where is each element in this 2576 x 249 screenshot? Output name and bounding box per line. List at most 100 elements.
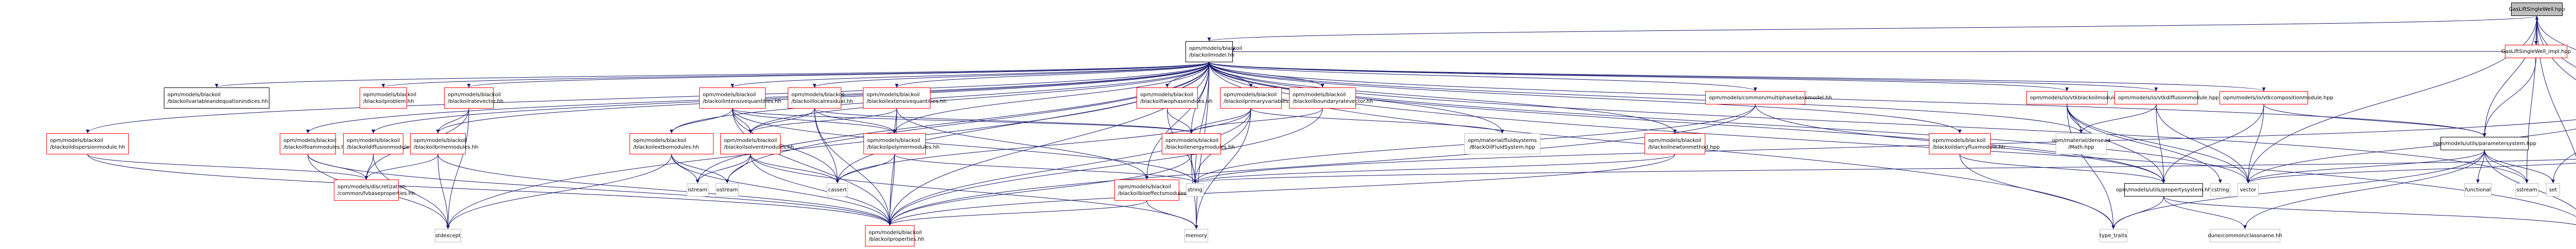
edge-polymer-to-string xyxy=(894,154,1197,184)
node-primary[interactable]: opm/models/blackoil/blackoilprimaryvaria… xyxy=(1220,87,1297,109)
node-twophase[interactable]: opm/models/blackoil/blackoiltwophaseindi… xyxy=(1137,87,1213,109)
node-label-line: /blackoilbrinemodules.hh xyxy=(414,144,479,150)
node-fvbase[interactable]: opm/models/discretization/common/fvbasep… xyxy=(334,180,415,201)
edge-vtkblackoil-to-cstring xyxy=(2066,104,2222,184)
node-propertysystem[interactable]: opm/models/utils/propertysystem.hh xyxy=(2116,183,2211,197)
node-darcy[interactable]: opm/models/blackoil/blackoildarcyfluxmod… xyxy=(1929,133,2005,154)
node-cstring[interactable]: cstring xyxy=(2210,183,2230,197)
node-label-line: opm/models/io/vtkcompositionmodule.hpp xyxy=(2223,95,2333,101)
node-blackoilmodel[interactable]: opm/models/blackoil/blackoilmodel.hh xyxy=(1185,41,1243,62)
node-diffusion[interactable]: opm/models/blackoil/blackoildiffusionmod… xyxy=(343,133,417,154)
node-ratevector[interactable]: opm/models/blackoil/blackoilratevector.h… xyxy=(444,87,504,109)
node-stdexcept[interactable]: stdexcept xyxy=(435,229,461,242)
edge-vtkdiffusion-to-propertysystem xyxy=(2156,104,2165,184)
node-string[interactable]: string xyxy=(1186,183,1204,197)
node-vtkcomposition[interactable]: opm/models/io/vtkcompositionmodule.hpp xyxy=(2219,91,2333,104)
edge-newton-to-properties xyxy=(888,154,1675,226)
node-label-line: opm/models/blackoil xyxy=(283,137,337,144)
node-label-line: istream xyxy=(688,187,707,193)
node-label-line: opm/models/blackoil xyxy=(1140,92,1194,98)
node-label-line: set xyxy=(2549,187,2557,193)
node-extbo-modules[interactable]: opm/models/blackoil/blackoilextbomodules… xyxy=(630,133,714,154)
node-multiphase[interactable]: opm/models/common/multiphasebasemodel.hh xyxy=(1705,91,1832,104)
node-label-line: opm/models/blackoil xyxy=(1224,92,1277,98)
node-sstream[interactable]: sstream xyxy=(2515,183,2538,197)
edge-vtkcomposition-to-vector xyxy=(2246,104,2264,184)
edge-parametersystem-to-classname xyxy=(2243,150,2485,229)
node-foam[interactable]: opm/models/blackoil/blackoilfoammodules.… xyxy=(280,133,348,154)
node-label-line: memory xyxy=(1185,233,1207,239)
node-label-line: /blackoilmodel.hh xyxy=(1189,52,1235,58)
node-fluidsystem[interactable]: opm/material/fluidsystems/BlackOilFluidS… xyxy=(1464,133,1540,154)
node-localresidual[interactable]: opm/models/blackoil/blackoillocalresidua… xyxy=(788,87,853,109)
node-varidx[interactable]: opm/models/blackoil/blackoilvariableande… xyxy=(164,87,269,109)
node-label-line: opm/models/discretization xyxy=(337,184,406,190)
edge-vtkdiffusion-to-math xyxy=(2079,104,2157,134)
edge-blackoilmodel-to-vector xyxy=(1209,62,2250,184)
edge-darcy-to-propertysystem xyxy=(1959,154,2165,184)
edge-groupinfo-to-vector xyxy=(2246,163,2576,184)
node-dispersion[interactable]: opm/models/blackoil/blackoildispersionmo… xyxy=(46,133,129,154)
node-cassert[interactable]: cassert xyxy=(827,183,848,197)
node-label-line: opm/models/blackoil xyxy=(1189,45,1243,51)
node-boundary[interactable]: opm/models/blackoil/blackoilboundaryrate… xyxy=(1289,87,1373,109)
node-label-line: /blackoilratevector.hh xyxy=(448,98,504,104)
node-set[interactable]: set xyxy=(2546,183,2560,197)
node-newton[interactable]: opm/models/blackoil/blackoilnewtonmethod… xyxy=(1645,133,1720,154)
node-vtkblackoil[interactable]: opm/models/io/vtkblackoilmodule.hpp xyxy=(2026,91,2128,104)
node-label-line: cassert xyxy=(828,187,847,193)
edge-vtkblackoil-to-vector xyxy=(2066,104,2250,184)
node-parametersystem[interactable]: opm/models/utils/parametersystem.hpp xyxy=(2433,137,2536,150)
node-solvent[interactable]: opm/models/blackoil/blackoilsolventmodul… xyxy=(720,133,794,154)
edge-blackoilmodel-to-problem xyxy=(381,62,1210,88)
node-label-line: opm/models/blackoil xyxy=(1648,137,1702,144)
node-label-line: functional xyxy=(2465,187,2491,193)
edge-impl-to-blackoilmodel xyxy=(1232,49,2505,54)
edge-blackoilmodel-to-dispersion xyxy=(86,62,1210,134)
node-label-line: opm/models/blackoil xyxy=(363,92,417,98)
node-label-line: /blackoilenergymodules.hh xyxy=(1165,144,1235,150)
node-istream[interactable]: istream xyxy=(687,183,708,197)
node-vector[interactable]: vector xyxy=(2238,183,2259,197)
node-label-line: opm/models/blackoil xyxy=(724,137,777,144)
edge-extbo-to-ostream xyxy=(671,154,729,184)
node-properties[interactable]: opm/models/blackoil/blackoilproperties.h… xyxy=(865,225,924,246)
node-root[interactable]: GasLiftSingleWell.hpp xyxy=(2509,3,2565,16)
node-type_traits[interactable]: type_traits xyxy=(2099,229,2127,242)
node-bioeffects[interactable]: opm/models/blackoil/blackoilbioeffectsmo… xyxy=(1114,180,1195,201)
node-label-line: /BlackOilFluidSystem.hpp xyxy=(1469,144,1535,150)
node-memory[interactable]: memory xyxy=(1184,229,1208,242)
node-label-line: opm/models/blackoil xyxy=(347,137,400,144)
edge-parametersystem-to-type_traits xyxy=(2111,150,2485,229)
node-ostream[interactable]: ostream xyxy=(716,183,739,197)
node-label-line: opm/models/io/vtkdiffusionmodule.hpp xyxy=(2118,95,2219,101)
node-impl[interactable]: GasLiftSingleWell_impl.hpp xyxy=(2501,45,2571,58)
edge-extbo-to-stdexcept xyxy=(446,154,672,229)
node-label-line: dune/common/classname.hh xyxy=(2208,233,2282,239)
node-label-line: /blackoilfoammodules.hh xyxy=(283,144,348,150)
node-classname[interactable]: dune/common/classname.hh xyxy=(2208,229,2282,242)
node-polymer[interactable]: opm/models/blackoil/blackoilpolymermodul… xyxy=(863,133,940,154)
node-energy[interactable]: opm/models/blackoil/blackoilenergymodule… xyxy=(1162,133,1235,154)
edge-primary-to-string xyxy=(1193,108,1251,184)
edge-localresidual-to-properties xyxy=(814,108,892,226)
edge-blackoilmodel-to-bioeffects xyxy=(1145,62,1210,180)
node-functional[interactable]: functional xyxy=(2464,183,2492,197)
edge-polymer-to-cassert xyxy=(836,154,895,184)
edge-polymer-to-properties xyxy=(888,154,895,226)
node-math[interactable]: opm/material/densead/Math.hpp xyxy=(2052,133,2110,154)
node-label-line: /blackoilbioeffectsmodules.hh xyxy=(1118,190,1195,197)
node-brine[interactable]: opm/models/blackoil/blackoilbrinemodules… xyxy=(410,133,479,154)
edge-intensive-to-string xyxy=(732,108,1197,184)
edge-dispersion-to-properties xyxy=(87,154,892,226)
node-vtkdiffusion[interactable]: opm/models/io/vtkdiffusionmodule.hpp xyxy=(2114,91,2219,104)
node-intensive[interactable]: opm/models/blackoil/blackoilintensivequa… xyxy=(699,87,782,109)
node-problem[interactable]: opm/models/blackoil/blackoilproblem.hh xyxy=(360,87,417,109)
edge-blackoilmodel-to-newton xyxy=(1209,62,1677,134)
edge-generic-to-vector xyxy=(2246,129,2576,184)
node-label-line: /blackoilvariableandequationindices.hh xyxy=(167,98,268,104)
edge-primary-to-cassert xyxy=(836,108,1251,184)
node-extensive[interactable]: opm/models/blackoil/blackoilextensivequa… xyxy=(863,87,946,109)
edge-parametersystem-to-vector xyxy=(2246,150,2485,184)
edge-blackoilmodel-to-extensive xyxy=(895,62,1210,88)
